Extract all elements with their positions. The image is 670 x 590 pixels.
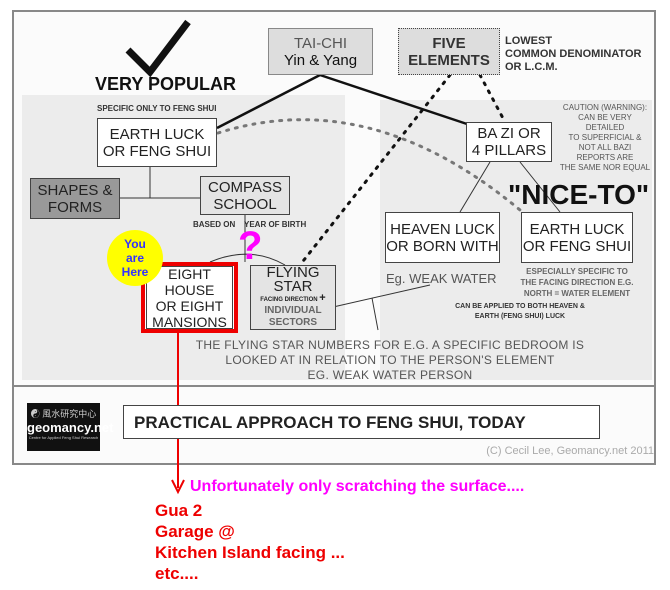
applied-note: CAN BE APPLIED TO BOTH HEAVEN & EARTH (FE… [430,302,610,322]
connector-line [371,297,379,331]
dotted-connector [216,118,522,212]
caution-line: NOT ALL BAZI [578,143,632,152]
specific-note: SPECIFIC ONLY TO FENG SHUI [97,104,217,113]
title-box: PRACTICAL APPROACH TO FENG SHUI, TODAY [123,405,600,439]
label: SCHOOL [213,195,277,213]
connector-line [459,161,491,213]
based-on-label: BASED ON [193,220,236,229]
label: OR EIGHT [155,297,224,314]
label: FLYING [266,264,320,281]
label: EARTH LUCK [109,125,205,143]
label: HEAVEN LUCK [390,220,495,238]
weak-water-label: Eg. WEAK WATER [386,271,497,286]
label: OR BORN WITH [386,237,499,255]
lcd-line: LOWEST [505,35,553,47]
label: You [124,237,146,251]
caution-line: TO SUPERFICIAL & [568,133,642,142]
line: ESPECIALLY SPECIFIC TO [526,267,628,276]
label: SHAPES & [37,181,113,199]
arrow-down-icon [171,479,185,495]
elements-label: ELEMENTS [408,51,490,69]
caution-line: THE SAME NOR EQUAL [559,163,651,172]
note-item: Garage @ [155,522,235,541]
note-item: Kitchen Island facing ... [155,543,345,562]
line: THE FLYING STAR NUMBERS FOR E.G. A SPECI… [195,338,585,352]
label: INDIVIDUAL [264,305,322,316]
label: Here [121,265,149,279]
geomancy-logo: ☯ 風水研究中心 geomancy.net Centre for Applied… [27,403,114,451]
connector-line [209,253,286,266]
line: NORTH = WATER ELEMENT [523,289,631,298]
label: OR FENG SHUI [522,237,632,255]
logo-text: geomancy.net [27,420,114,435]
label: EIGHT [168,265,211,282]
yin-yang-label: Yin & Yang [283,51,358,69]
year-of-birth-label: YEAR OF BIRTH [244,220,307,229]
label: COMPASS [208,178,282,196]
line: LOOKED AT IN RELATION TO THE PERSON'S EL… [225,353,555,367]
label: HOUSE [164,281,215,298]
especially-note: ESPECIALLY SPECIFIC TO THE FACING DIRECTI… [516,266,638,299]
tai-chi-label: TAI-CHI [293,34,348,52]
plus-icon: + [319,292,326,304]
label: FORMS [47,198,103,216]
dotted-connector [478,73,507,124]
very-popular-label: VERY POPULAR [95,74,237,94]
nice-to-label: "NICE-TO" [508,179,650,210]
label: SECTORS [268,317,318,328]
shapes-forms-box: SHAPES &FORMS [30,178,120,219]
five-label: FIVE [432,34,466,52]
caution-line: REPORTS ARE [576,153,634,162]
lcd-line: COMMON DENOMINATOR [505,48,642,60]
copyright: (C) Cecil Lee, Geomancy.net 2011 [486,445,654,457]
line: EG. WEAK WATER PERSON [307,368,473,382]
caution-line: CAN BE VERY [578,113,632,122]
question-mark-icon: ? [238,224,263,268]
divider [14,385,654,387]
connector-line [519,161,561,213]
title: PRACTICAL APPROACH TO FENG SHUI, TODAY [134,412,526,432]
label: 4 PILLARS [471,142,547,159]
lcd-line: OR L.C.M. [505,61,558,73]
label: OR FENG SHUI [102,142,212,160]
line: CAN BE APPLIED TO BOTH HEAVEN & [455,303,585,310]
line: THE FACING DIRECTION E.G. [520,278,634,287]
label: MANSIONS [152,313,227,330]
label: STAR [273,278,313,295]
connector-line [319,73,471,127]
line: EARTH (FENG SHUI) LUCK [474,313,566,320]
flying-caption: THE FLYING STAR NUMBERS FOR E.G. A SPECI… [180,338,600,383]
scratching-note: Unfortunately only scratching the surfac… [190,478,525,495]
note-item: etc.... [155,564,199,583]
checkmark-icon [125,19,191,78]
label: FACING DIRECTION [260,297,318,303]
label: EARTH LUCK [529,220,625,238]
caution-line: CAUTION (WARNING): [562,103,648,112]
connector-line [216,73,321,130]
note-item: Gua 2 [155,501,203,520]
label: are [125,251,145,265]
connector-line [319,284,431,311]
label: BA ZI OR [477,125,541,142]
caution-line: DETAILED [585,123,625,132]
yin-yang-icon: ☯ 風水研究中心 [30,409,97,419]
logo-sub: Centre for Applied Feng Shui Research [28,435,99,440]
notes-list: Gua 2 Garage @ Kitchen Island facing ...… [155,500,345,584]
